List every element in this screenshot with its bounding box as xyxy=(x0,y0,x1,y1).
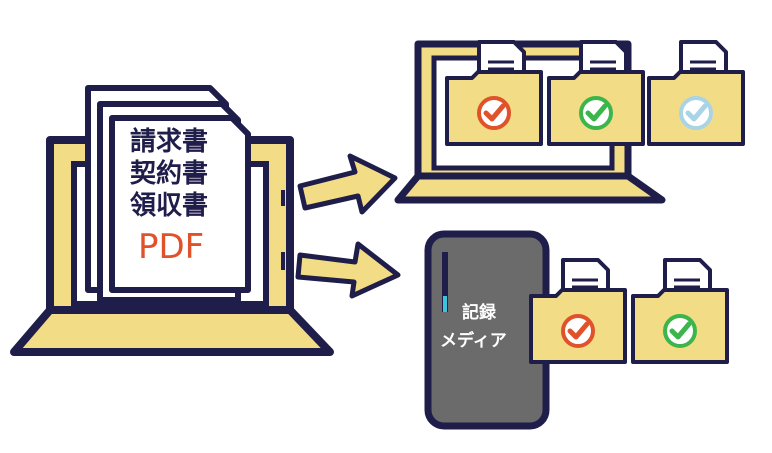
check-icon xyxy=(685,103,708,122)
document-line-1: 請求書 xyxy=(130,126,208,157)
folder-laptop-3 xyxy=(647,40,745,146)
folder-media-2 xyxy=(631,258,729,364)
document-line-2: 契約書 xyxy=(129,158,208,189)
document-format: PDF xyxy=(138,227,204,267)
media-line-1: 記録 xyxy=(462,302,497,323)
check-icon xyxy=(585,103,608,122)
document-line-3: 領収書 xyxy=(130,190,208,221)
folder-laptop-1 xyxy=(445,40,543,146)
arrow-to-laptop xyxy=(281,153,398,215)
arrow-icon xyxy=(295,241,401,299)
arrow-icon xyxy=(297,153,398,215)
document-stack: 請求書 契約書 領収書 PDF xyxy=(85,85,251,303)
check-icon xyxy=(483,103,506,122)
arrow-to-media xyxy=(281,241,401,299)
check-icon xyxy=(669,321,692,340)
folder-media-1 xyxy=(529,258,627,364)
media-line-2: メディア xyxy=(440,330,507,351)
document-icon xyxy=(109,115,251,293)
folder-laptop-2 xyxy=(547,40,645,146)
storage-media-icon: 記録 メディア xyxy=(424,230,550,430)
check-icon xyxy=(567,321,590,340)
